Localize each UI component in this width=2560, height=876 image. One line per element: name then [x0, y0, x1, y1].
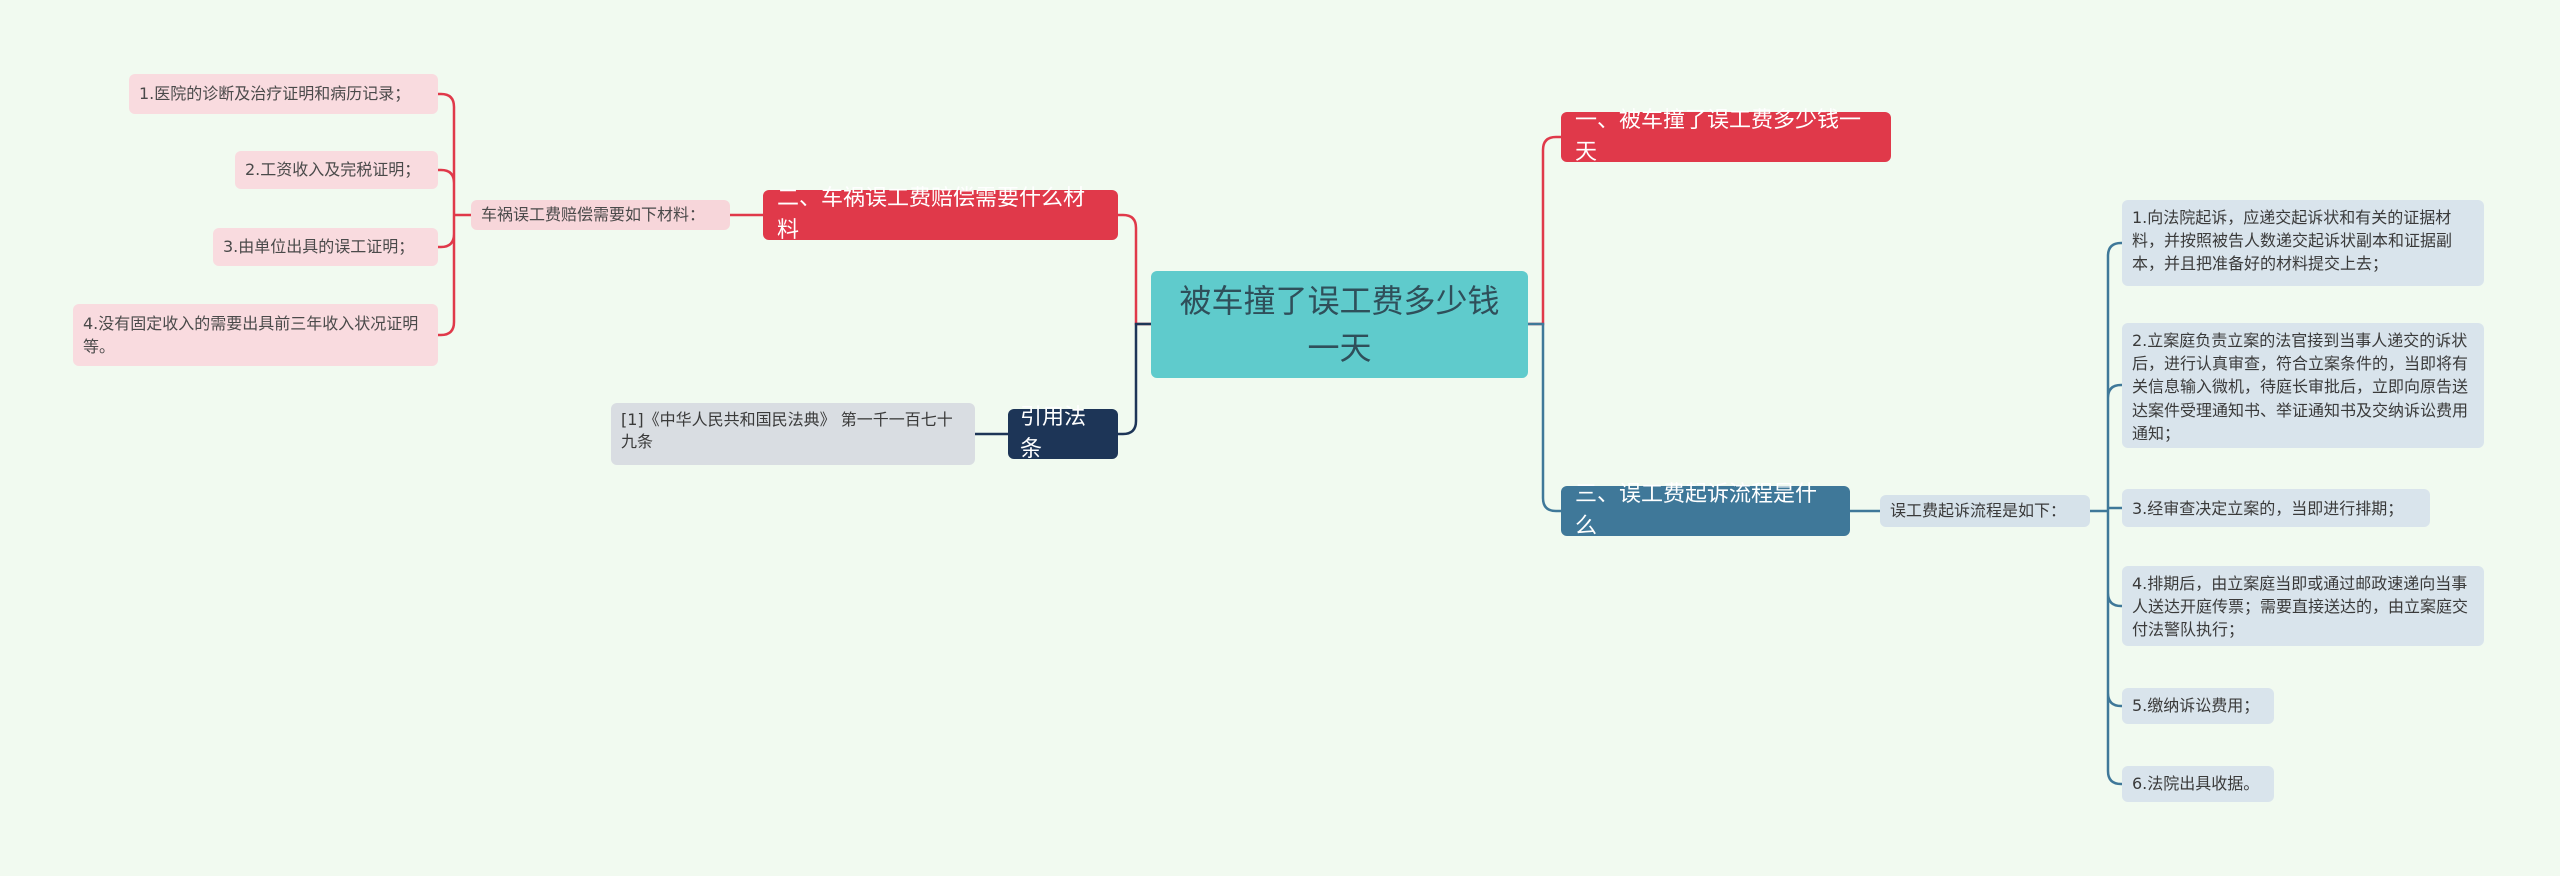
- citation-item-1[interactable]: [1]《中华人民共和国民法典》 第一千一百七十九条: [611, 403, 975, 465]
- branch-three-intro[interactable]: 误工费起诉流程是如下：: [1880, 495, 2090, 527]
- branch-two-item-1[interactable]: 1.医院的诊断及治疗证明和病历记录；: [129, 74, 438, 114]
- connector-root-branch-one: [1528, 135, 1561, 326]
- branch-three-item-5[interactable]: 5.缴纳诉讼费用；: [2122, 688, 2274, 724]
- branch-two-item-2[interactable]: 2.工资收入及完税证明；: [235, 151, 438, 189]
- root-topic[interactable]: 被车撞了误工费多少钱一天: [1151, 271, 1528, 378]
- branch-two-topic[interactable]: 二、车祸误工费赔偿需要什么材料: [763, 186, 1118, 243]
- branch-three-topic[interactable]: 三、误工费起诉流程是什么: [1561, 482, 1850, 539]
- branch-three-item-4[interactable]: 4.排期后，由立案庭当即或通过邮政速递向当事人送达开庭传票；需要直接送达的，由立…: [2122, 566, 2484, 646]
- connector-root-branch-two: [1118, 213, 1151, 326]
- branch-two-item-4[interactable]: 4.没有固定收入的需要出具前三年收入状况证明等。: [73, 304, 438, 366]
- branch-two-item-3[interactable]: 3.由单位出具的误工证明；: [213, 228, 438, 266]
- branch-one-topic[interactable]: 一、被车撞了误工费多少钱一天: [1561, 108, 1891, 165]
- branch-three-item-3[interactable]: 3.经审查决定立案的，当即进行排期；: [2122, 489, 2430, 527]
- connector-branch-three-items: [2090, 241, 2122, 786]
- branch-three-item-6[interactable]: 6.法院出具收据。: [2122, 766, 2274, 802]
- connector-branch-two-items: [438, 92, 471, 337]
- branch-two-intro[interactable]: 车祸误工费赔偿需要如下材料：: [471, 200, 730, 230]
- branch-three-item-1[interactable]: 1.向法院起诉，应递交起诉状和有关的证据材料，并按照被告人数递交起诉状副本和证据…: [2122, 200, 2484, 286]
- connector-root-citation: [1118, 322, 1151, 436]
- branch-three-item-2[interactable]: 2.立案庭负责立案的法官接到当事人递交的诉状后，进行认真审查，符合立案条件的，当…: [2122, 323, 2484, 448]
- connector-root-branch-three: [1528, 322, 1561, 513]
- citation-topic[interactable]: 引用法条: [1008, 405, 1118, 462]
